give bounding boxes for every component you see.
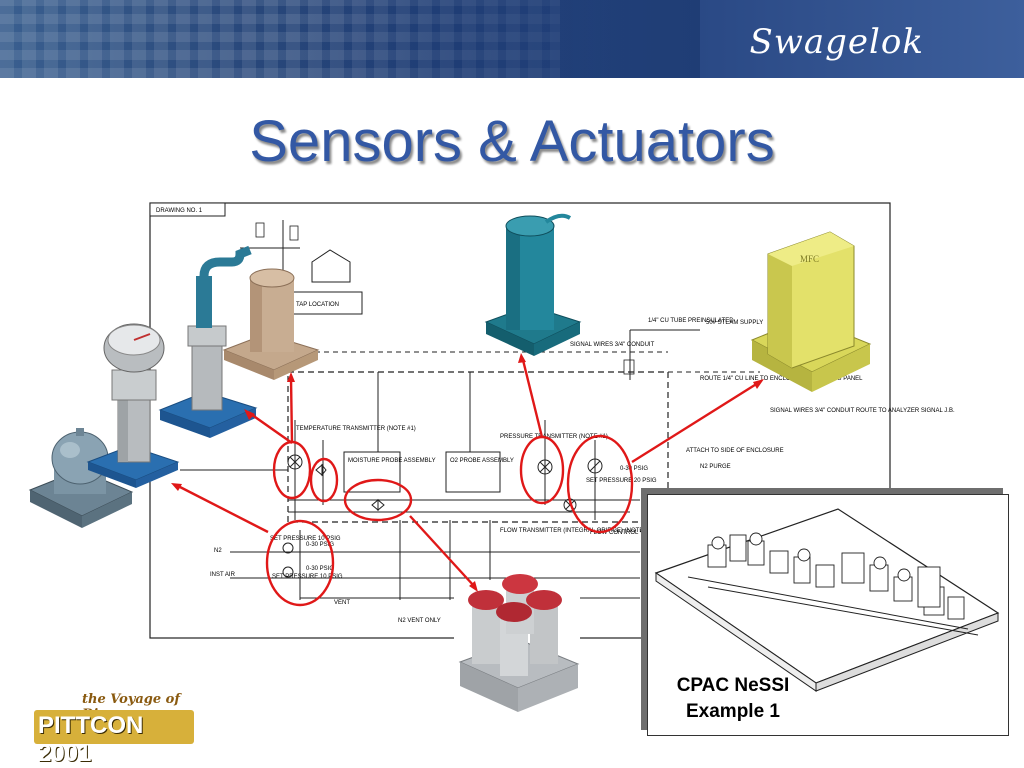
pressure-transmitter-label: PRESSURE TRANSMITTER (NOTE #1) [500, 434, 608, 440]
set-pressure-10-bottom-label: SET PRESSURE 10 PSIG [272, 574, 343, 580]
annotation-overlays [179, 359, 759, 607]
n2-purge-label: N2 PURGE [700, 464, 731, 470]
pittcon-name: PITTCON [38, 712, 144, 739]
pittcon-year: 2001 [38, 740, 92, 767]
slide-title: Sensors & Actuators [249, 109, 775, 174]
vent-label: VENT [334, 600, 350, 606]
nessi-line-drawing [654, 508, 1000, 692]
gauge-range-1: 0-30 PSIG [306, 542, 334, 548]
tap-location-label: TAP LOCATION [296, 302, 339, 308]
steam-tube-label: 1/4" CU TUBE PREINSULATED [648, 318, 734, 324]
set-pressure-10-top-label: SET PRESSURE 10 PSIG [270, 536, 341, 542]
gauge-range-2: 0-30 PSIG [306, 566, 334, 572]
pressure-gauge-illustration [86, 323, 180, 488]
header-banner: Swagelok [0, 0, 1024, 78]
svg-text:MFC: MFC [800, 254, 819, 264]
gauge-range-3: 0-30 PSIG [620, 466, 648, 472]
nessi-inset-panel: CPAC NeSSI Example 1 [647, 494, 1009, 736]
pittcon-logo: the Voyage of Discovery PITTCON 2001 [34, 692, 194, 767]
inst-air-label: INST AIR [210, 572, 236, 578]
steam-supply-label: 50# STEAM SUPPLY [706, 320, 763, 326]
o2-probe-label: O2 PROBE ASSEMBLY [450, 458, 514, 464]
inset-caption-line2: Example 1 [686, 701, 780, 722]
set-pressure-20-label: SET PRESSURE 20 PSIG [586, 478, 657, 484]
valve-manifold-photo [454, 574, 580, 716]
route-line-label: ROUTE 1/4" CU LINE TO ENCLOSURE MOUNTING… [700, 376, 863, 382]
swagelok-logo: Swagelok [749, 22, 924, 62]
pittcon-badge [34, 710, 194, 744]
n2-vent-label: N2 VENT ONLY [398, 618, 441, 624]
inset-caption: CPAC NeSSI Example 1 [648, 673, 818, 725]
attach-label: ATTACH TO SIDE OF ENCLOSURE [686, 448, 784, 454]
steam-actuator-illustration [484, 213, 582, 356]
signal-wires-right-label: SIGNAL WIRES 3/4" CONDUIT ROUTE TO ANALY… [770, 408, 955, 414]
n2-label: N2 [214, 548, 222, 554]
temperature-sensor-illustration [158, 245, 258, 438]
pittcon-wordmark: PITTCON 2001 [38, 712, 194, 768]
banner-fade [300, 0, 700, 78]
drawing-label: DRAWING NO. 1 [156, 208, 203, 214]
transmitter-cylinder-illustration [222, 268, 320, 380]
moisture-probe-label: MOISTURE PROBE ASSEMBLY [348, 458, 436, 464]
inset-caption-line1: CPAC NeSSI [676, 675, 790, 696]
temp-transmitter-label: TEMPERATURE TRANSMITTER (NOTE #1) [296, 426, 416, 432]
flow-transmitter-label: FLOW TRANSMITTER (INTEGRAL ORIFICE) (NOT… [500, 528, 654, 534]
signal-wires-top-label: SIGNAL WIRES 3/4" CONDUIT [570, 342, 655, 348]
flow-control-valve-label: FLOW CONTROL VALVE [590, 530, 658, 536]
mass-flow-controller-illustration: MFC [750, 231, 872, 392]
